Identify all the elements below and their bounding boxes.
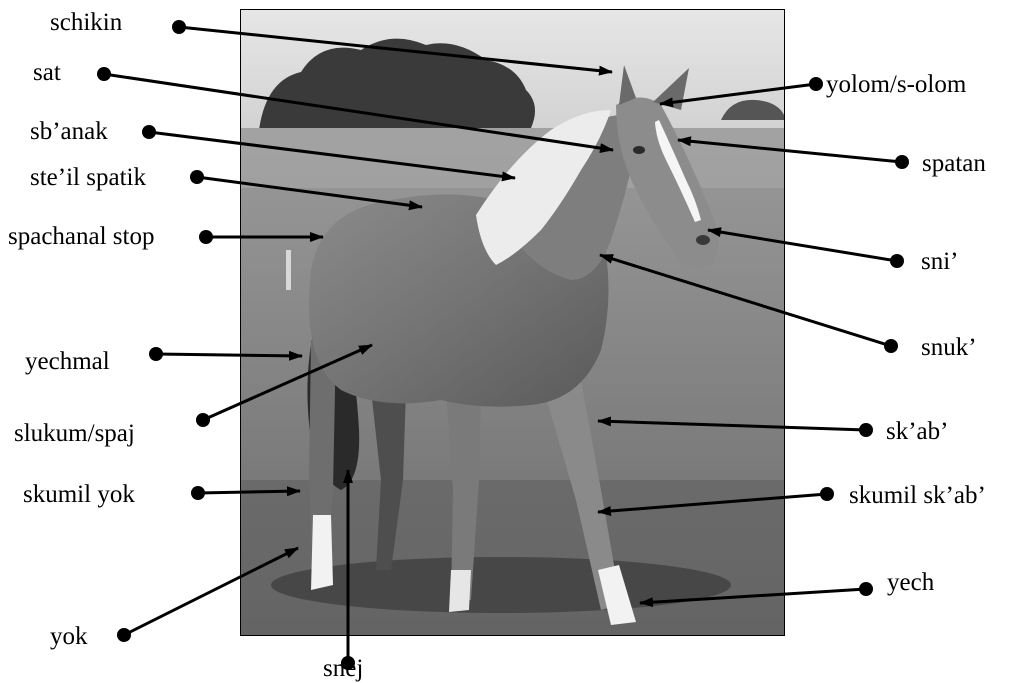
dot-slukum-spaj [196,413,210,427]
label-sni: sni’ [921,249,959,274]
label-spachanal-stop: spachanal stop [8,224,154,249]
dot-yolom [809,77,823,91]
dot-schikin [172,20,186,34]
leader-spatan [678,140,902,162]
leader-sni [708,230,897,261]
leader-yechmal [156,354,302,356]
leader-skumil-skab [598,494,827,512]
label-snej: snej [323,656,363,681]
dot-sat [97,67,111,81]
dot-sni [890,254,904,268]
dot-skumil-skab [820,487,834,501]
dot-skab [859,423,873,437]
dot-sbanak [142,125,156,139]
leader-skab [598,421,866,430]
label-skumil-skab: skumil sk’ab’ [849,483,986,508]
leader-sat [104,74,613,150]
label-steil-spatik: ste’il spatik [30,165,146,190]
dot-spachanal-stop [199,230,213,244]
label-yech: yech [887,570,934,595]
dot-snuk [884,339,898,353]
leader-yok [124,548,298,635]
dot-yechmal [149,347,163,361]
label-yechmal: yechmal [25,349,110,374]
label-skumil-yok: skumil yok [23,482,135,507]
label-spatan: spatan [922,151,986,176]
dot-yok [117,628,131,642]
dot-yech [859,582,873,596]
leader-steil-spatik [197,177,422,207]
leader-sbanak [149,132,515,178]
leader-skumil-yok [198,491,300,493]
dot-skumil-yok [191,486,205,500]
label-yok: yok [50,624,88,649]
label-snuk: snuk’ [921,335,977,360]
leader-snuk [600,255,891,346]
label-sat: sat [33,60,61,85]
label-schikin: schikin [50,10,122,35]
leader-yolom [660,84,816,104]
leader-schikin [179,27,612,72]
label-slukum-spaj: slukum/spaj [14,421,135,446]
label-yolom-solom: yolom/s-olom [826,72,966,97]
label-skab: sk’ab’ [886,419,948,444]
label-sbanak: sb’anak [30,119,108,144]
dot-spatan [895,155,909,169]
leader-yech [640,589,866,603]
dot-steil-spatik [190,170,204,184]
